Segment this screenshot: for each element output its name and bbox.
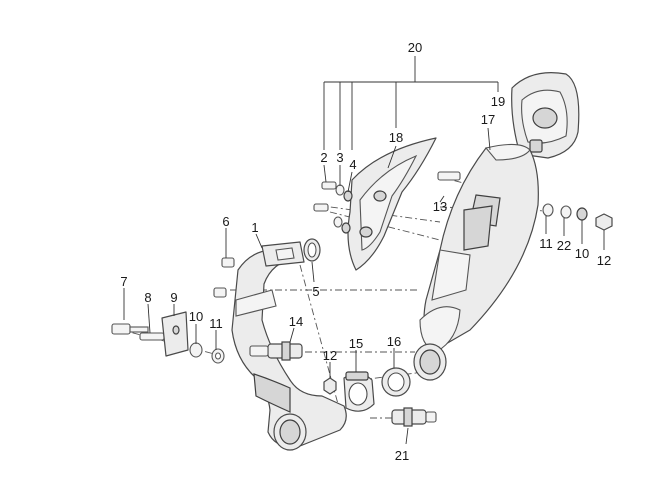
exhaust-gasket bbox=[303, 238, 321, 262]
callout-22: 22 bbox=[557, 238, 571, 253]
callout-2: 2 bbox=[320, 150, 327, 165]
oxygen-sensor-upper bbox=[249, 341, 303, 361]
shield-fasteners bbox=[313, 181, 353, 234]
callout-9: 9 bbox=[170, 290, 177, 305]
callout-5: 5 bbox=[312, 284, 319, 299]
callout-3: 3 bbox=[336, 150, 343, 165]
callout-17: 17 bbox=[481, 112, 495, 127]
callout-11-left: 11 bbox=[209, 316, 223, 331]
callout-6: 6 bbox=[222, 214, 229, 229]
callout-14: 14 bbox=[289, 314, 303, 329]
leader-lines bbox=[123, 56, 605, 445]
callout-15: 15 bbox=[349, 336, 363, 351]
mounting-studs bbox=[213, 257, 235, 298]
heat-shield bbox=[347, 137, 437, 271]
header-pipe bbox=[231, 241, 347, 451]
callout-10-right: 10 bbox=[575, 246, 589, 261]
callout-12-right: 12 bbox=[597, 253, 611, 268]
callout-7: 7 bbox=[120, 274, 127, 289]
sleeve-gasket bbox=[381, 367, 411, 397]
callout-13: 13 bbox=[433, 199, 447, 214]
callout-10-left: 10 bbox=[189, 309, 203, 324]
left-mount-hardware bbox=[111, 311, 225, 364]
callout-18: 18 bbox=[389, 130, 403, 145]
callout-11-right: 11 bbox=[539, 236, 553, 251]
clamp-nut bbox=[323, 377, 337, 395]
right-mount-hardware bbox=[542, 203, 613, 231]
pipe-clamp bbox=[343, 371, 375, 412]
callout-20: 20 bbox=[408, 40, 422, 55]
muffler-body bbox=[413, 143, 539, 381]
callout-4: 4 bbox=[349, 157, 356, 172]
callout-16: 16 bbox=[387, 334, 401, 349]
callout-1: 1 bbox=[251, 220, 258, 235]
callout-19: 19 bbox=[491, 94, 505, 109]
callout-21: 21 bbox=[395, 448, 409, 463]
muffler-end-cap bbox=[511, 72, 580, 159]
callout-8: 8 bbox=[144, 290, 151, 305]
callout-12-left: 12 bbox=[323, 348, 337, 363]
oxygen-sensor-lower bbox=[391, 407, 437, 427]
callout-labels: 20 19 18 17 2 3 4 13 6 1 5 7 8 9 10 11 1… bbox=[120, 40, 611, 463]
muffler-bolt bbox=[437, 171, 461, 181]
